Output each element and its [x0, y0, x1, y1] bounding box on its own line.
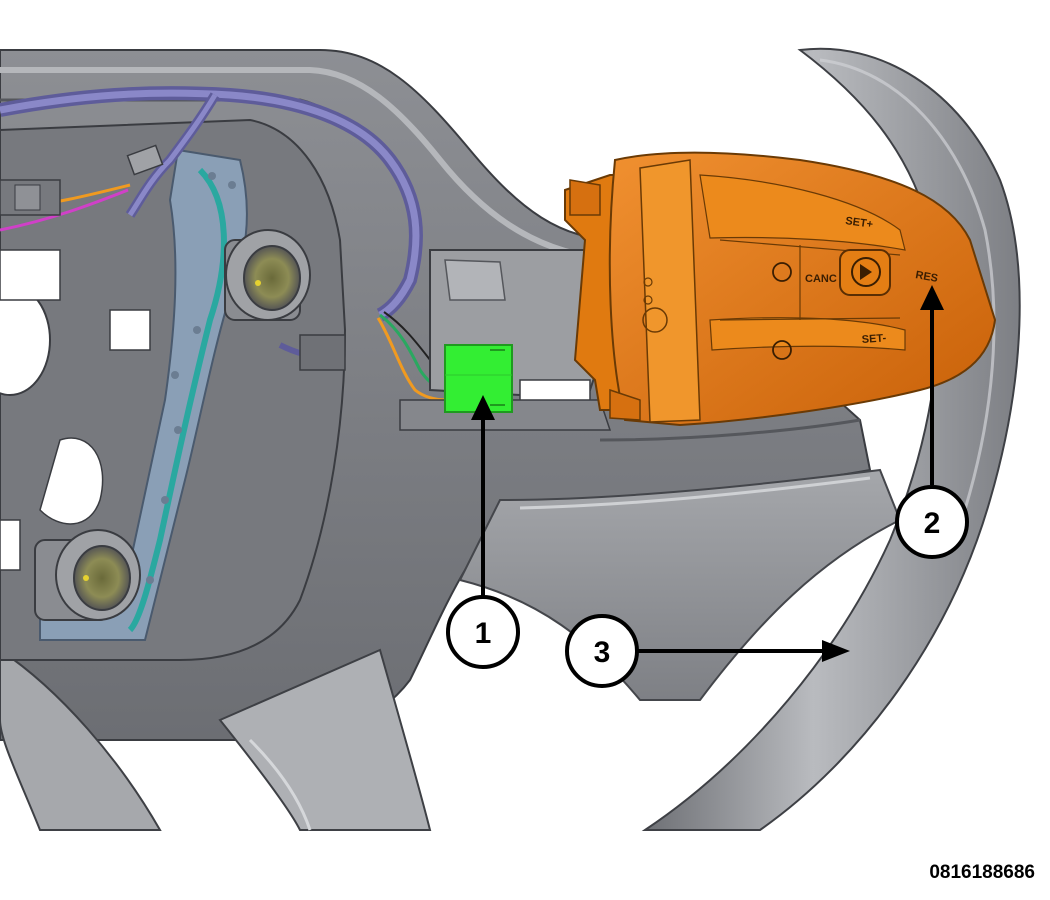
figure-id: 0816188686 [929, 862, 1035, 883]
callout-1-number: 1 [475, 617, 492, 650]
callout-3-number: 3 [594, 636, 611, 669]
connector [444, 344, 513, 413]
set-minus-label: SET- [861, 332, 887, 346]
callout-line-2 [920, 285, 944, 485]
mounting-boss-upper [224, 229, 311, 321]
callout-line-1 [471, 395, 495, 597]
speed-control-switch: SET+ CANC RES SET- [564, 151, 997, 427]
mounting-boss-lower [34, 529, 141, 621]
callout-2: 2 [895, 485, 969, 559]
res-label: RES [914, 269, 938, 285]
callout-2-number: 2 [924, 507, 941, 540]
callout-3: 3 [565, 614, 639, 688]
lower-spokes [0, 648, 432, 831]
wire-harness [0, 86, 449, 402]
callout-1: 1 [446, 595, 520, 669]
callout-line-3 [638, 640, 850, 662]
steering-wheel-spoke [458, 418, 902, 701]
canc-label: CANC [805, 273, 837, 285]
set-plus-label: SET+ [845, 215, 874, 231]
